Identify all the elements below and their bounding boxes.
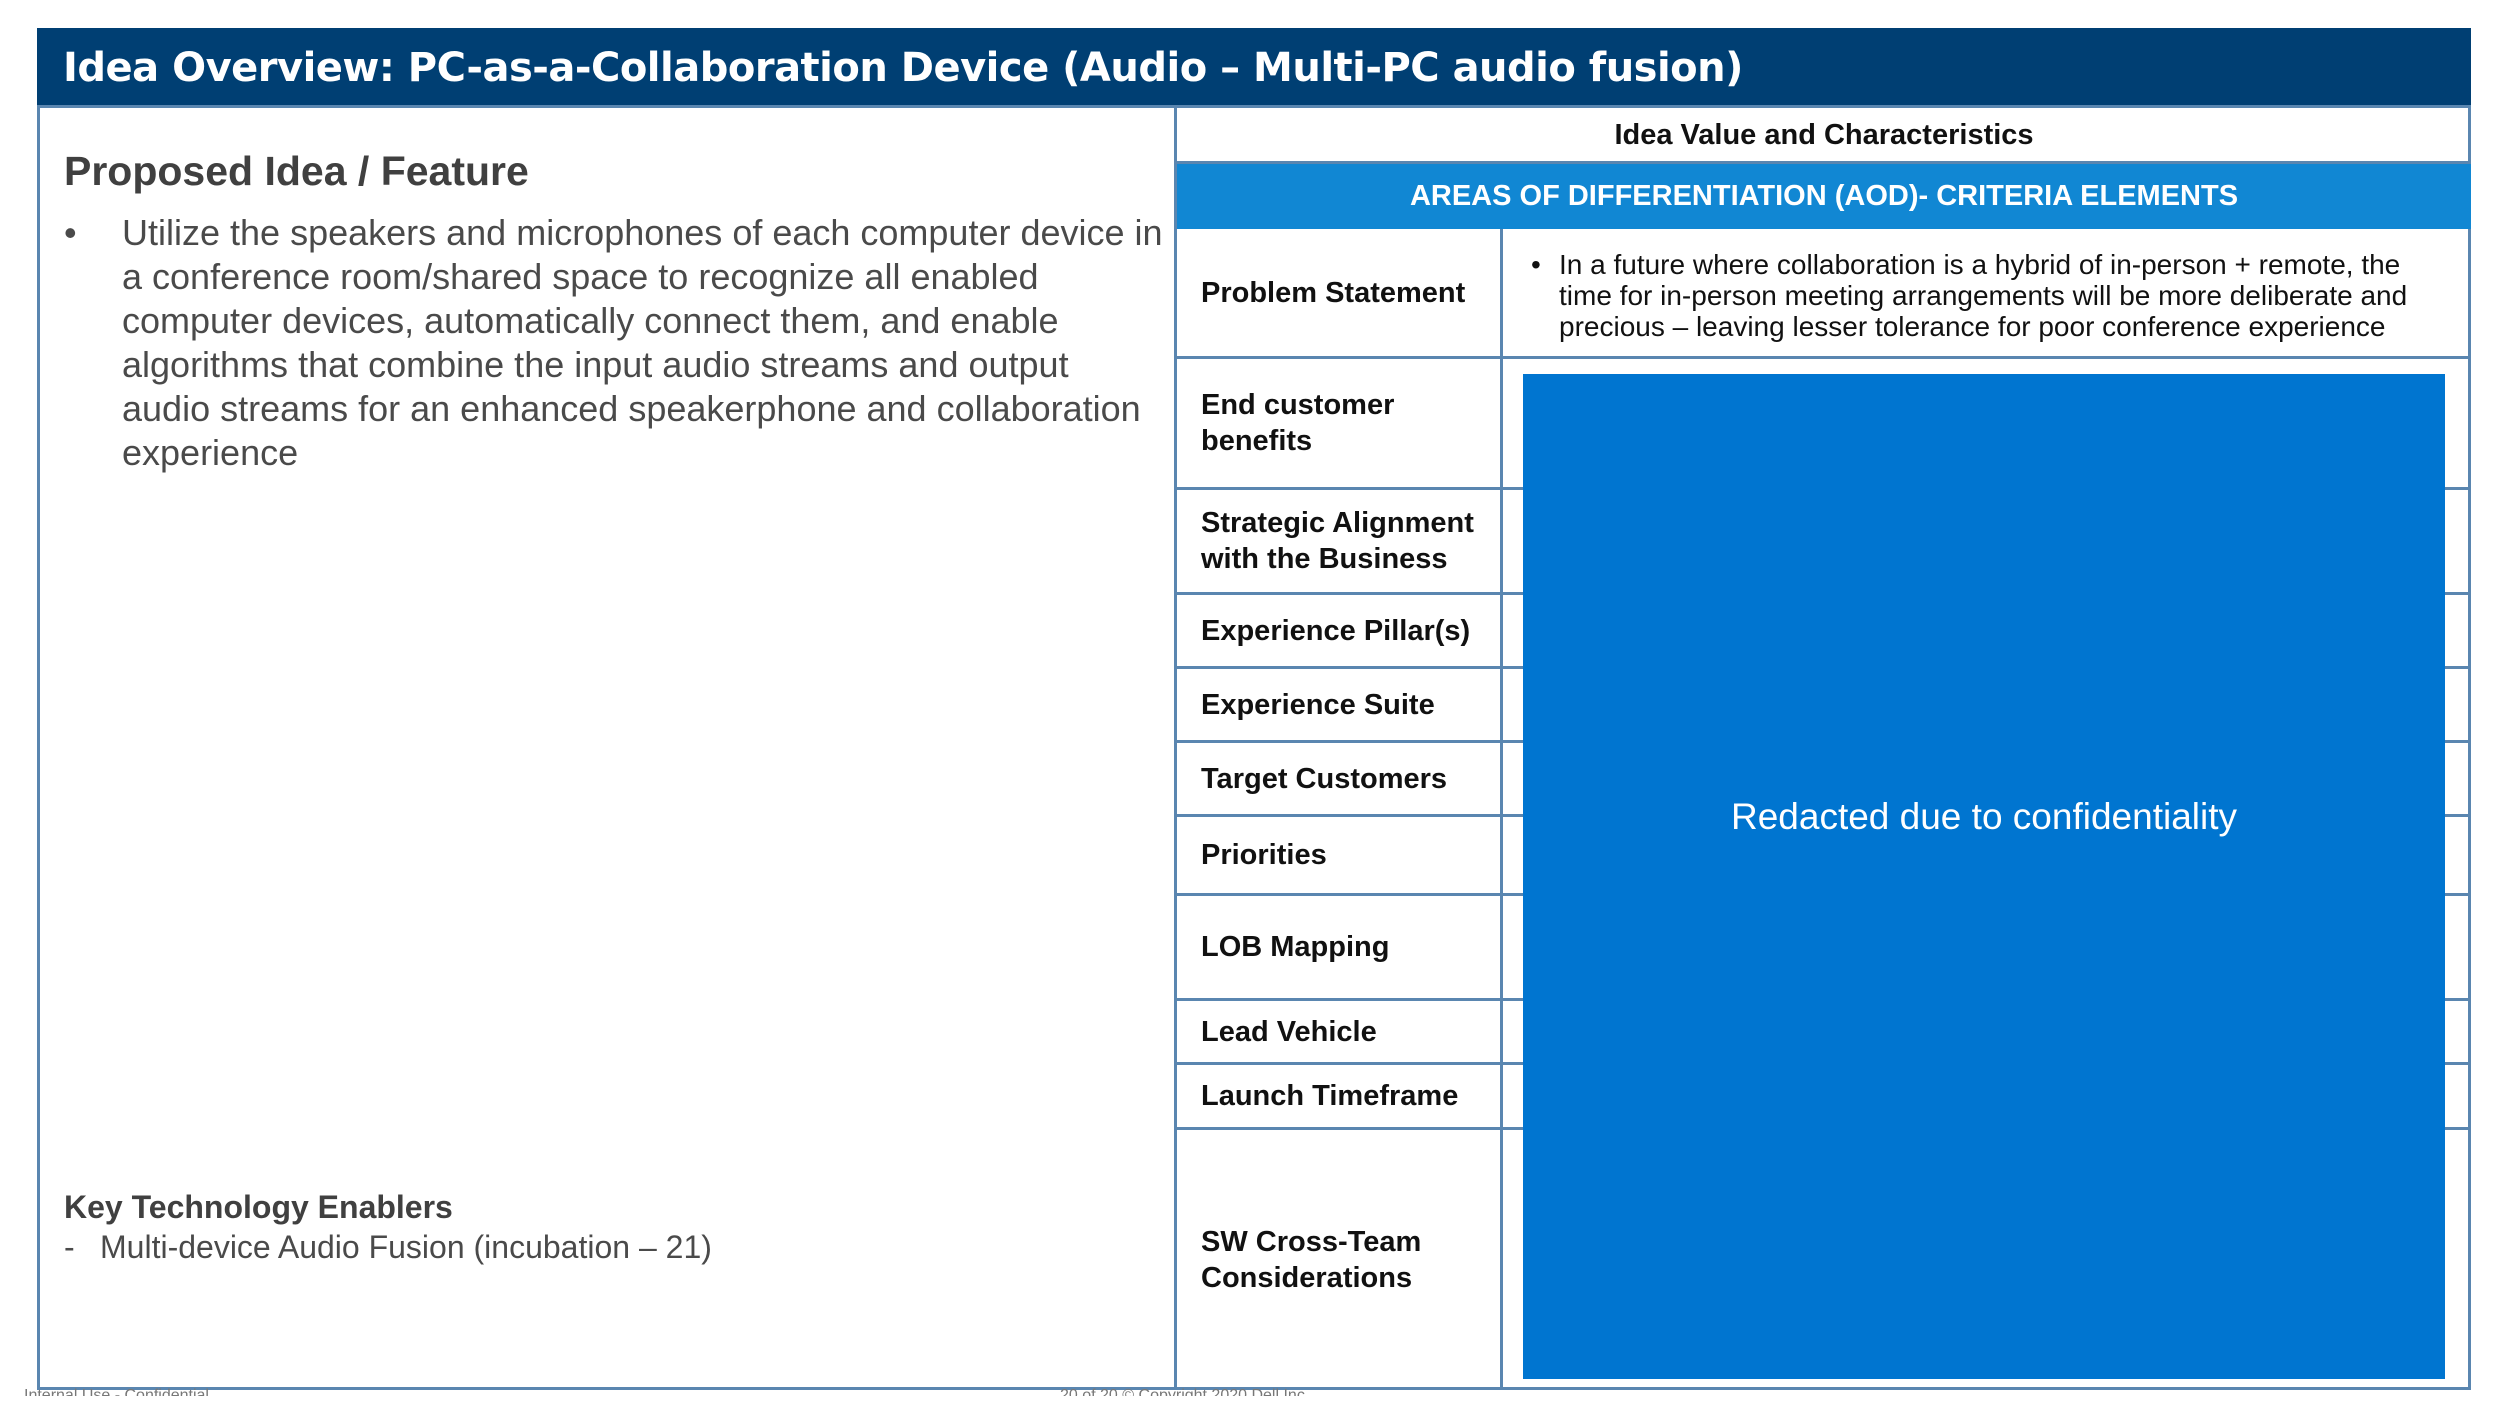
proposed-idea-section: Proposed Idea / Feature • Utilize the sp… (64, 148, 1164, 475)
proposed-idea-bullet: • Utilize the speakers and microphones o… (64, 211, 1164, 475)
enablers-item: -Multi-device Audio Fusion (incubation –… (64, 1227, 1164, 1267)
row-label-end-customer-benefits: End customer benefits (1177, 359, 1503, 490)
row-label-priorities: Priorities (1177, 817, 1503, 896)
table-header: Idea Value and Characteristics (1177, 106, 2471, 164)
enablers-heading: Key Technology Enablers (64, 1189, 453, 1225)
row-label-lead-vehicle: Lead Vehicle (1177, 1001, 1503, 1065)
proposed-idea-text: Utilize the speakers and microphones of … (122, 212, 1163, 473)
footer-copyright: 20 of 20 © Copyright 2020 Dell Inc. (1060, 1387, 1310, 1396)
row-divider (1503, 356, 2471, 359)
row-label-lob-mapping: LOB Mapping (1177, 896, 1503, 1001)
aod-header: AREAS OF DIFFERENTIATION (AOD)- CRITERIA… (1177, 164, 2471, 229)
row-label-sw-cross-team: SW Cross-Team Considerations (1177, 1130, 1503, 1390)
problem-statement-text: In a future where collaboration is a hyb… (1559, 249, 2408, 342)
row-label-target-customers: Target Customers (1177, 743, 1503, 817)
proposed-idea-heading: Proposed Idea / Feature (64, 148, 529, 194)
idea-value-table: Idea Value and Characteristics AREAS OF … (1174, 106, 2471, 1390)
key-technology-enablers: Key Technology Enablers -Multi-device Au… (64, 1187, 1164, 1267)
bullet-icon: • (1531, 249, 1541, 280)
row-label-strategic-alignment: Strategic Alignment with the Business (1177, 490, 1503, 595)
redaction-block: Redacted due to confidentiality (1523, 374, 2445, 1379)
row-label-launch-timeframe: Launch Timeframe (1177, 1065, 1503, 1130)
row-label-experience-pillars: Experience Pillar(s) (1177, 595, 1503, 669)
enablers-item-text: Multi-device Audio Fusion (incubation – … (100, 1229, 712, 1265)
row-label-problem-statement: Problem Statement (1177, 229, 1503, 359)
redaction-text: Redacted due to confidentiality (1730, 795, 2237, 837)
problem-statement-cell: • In a future where collaboration is a h… (1503, 229, 2471, 359)
bullet-icon: • (64, 212, 77, 253)
proposed-idea-list: • Utilize the speakers and microphones o… (64, 211, 1164, 475)
dash-icon: - (64, 1229, 75, 1265)
row-label-experience-suite: Experience Suite (1177, 669, 1503, 743)
footer-confidential: Internal Use - Confidential (24, 1387, 209, 1396)
slide-title: Idea Overview: PC-as-a-Collaboration Dev… (37, 28, 2471, 108)
